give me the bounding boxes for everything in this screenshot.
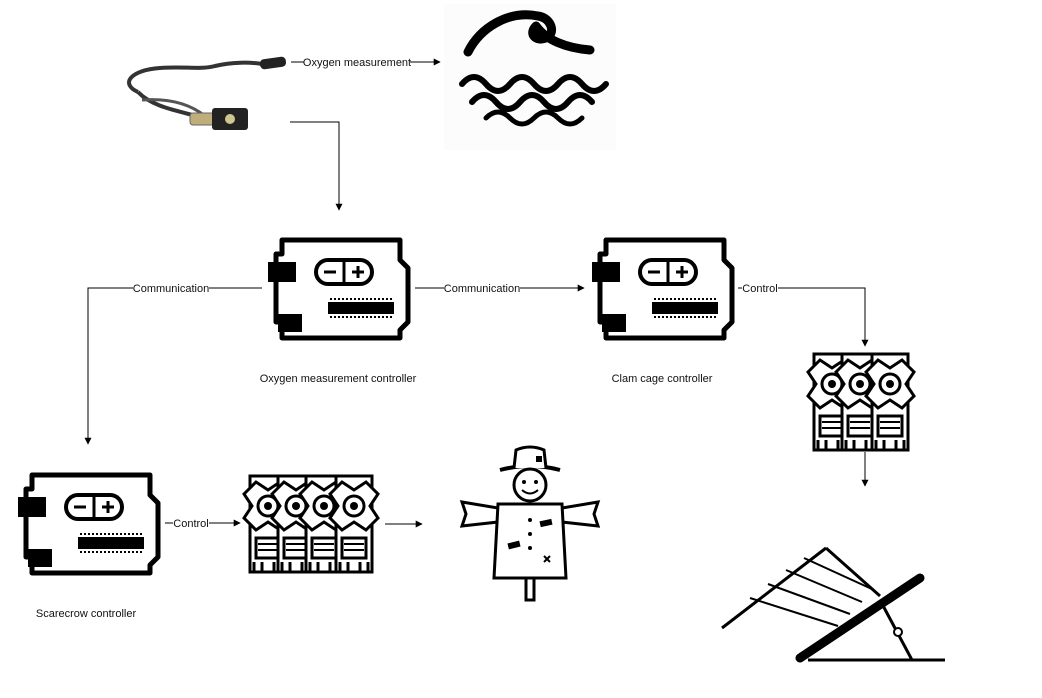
servo-icon [328, 474, 380, 574]
scarecrow-icon [459, 445, 601, 602]
edge-control-scarecrow: Control [165, 516, 241, 530]
edge-label-control-scarecrow: Control [173, 518, 208, 530]
edge-communication-left: Communication [84, 281, 262, 445]
edge-control-clam: Control [738, 281, 869, 347]
clam-controller-caption: Clam cage controller [612, 373, 713, 385]
edge-sensor-to-controller [290, 121, 343, 211]
water-waves-icon [444, 4, 616, 150]
clam-controller-board-icon [592, 240, 732, 338]
scarecrow-controller-board-icon [18, 475, 158, 573]
edge-label-control-clam: Control [742, 283, 777, 295]
oxygen-controller-board-icon [268, 240, 408, 338]
scarecrow-controller-caption: Scarecrow controller [36, 608, 137, 620]
edge-oxygen-measurement: Oxygen measurement [291, 55, 441, 69]
edge-label-oxygen-measurement: Oxygen measurement [303, 57, 411, 69]
clam-cage-icon [721, 546, 945, 663]
servo-icon [864, 352, 916, 452]
oxygen-sensor-icon [127, 56, 287, 130]
clam-servo-group [806, 352, 916, 452]
edge-communication-right: Communication [415, 281, 585, 295]
scarecrow-servo-group [242, 474, 380, 574]
edge-label-communication-left: Communication [133, 283, 209, 295]
edge-label-communication-right: Communication [444, 283, 520, 295]
oxygen-controller-caption: Oxygen measurement controller [260, 373, 417, 385]
